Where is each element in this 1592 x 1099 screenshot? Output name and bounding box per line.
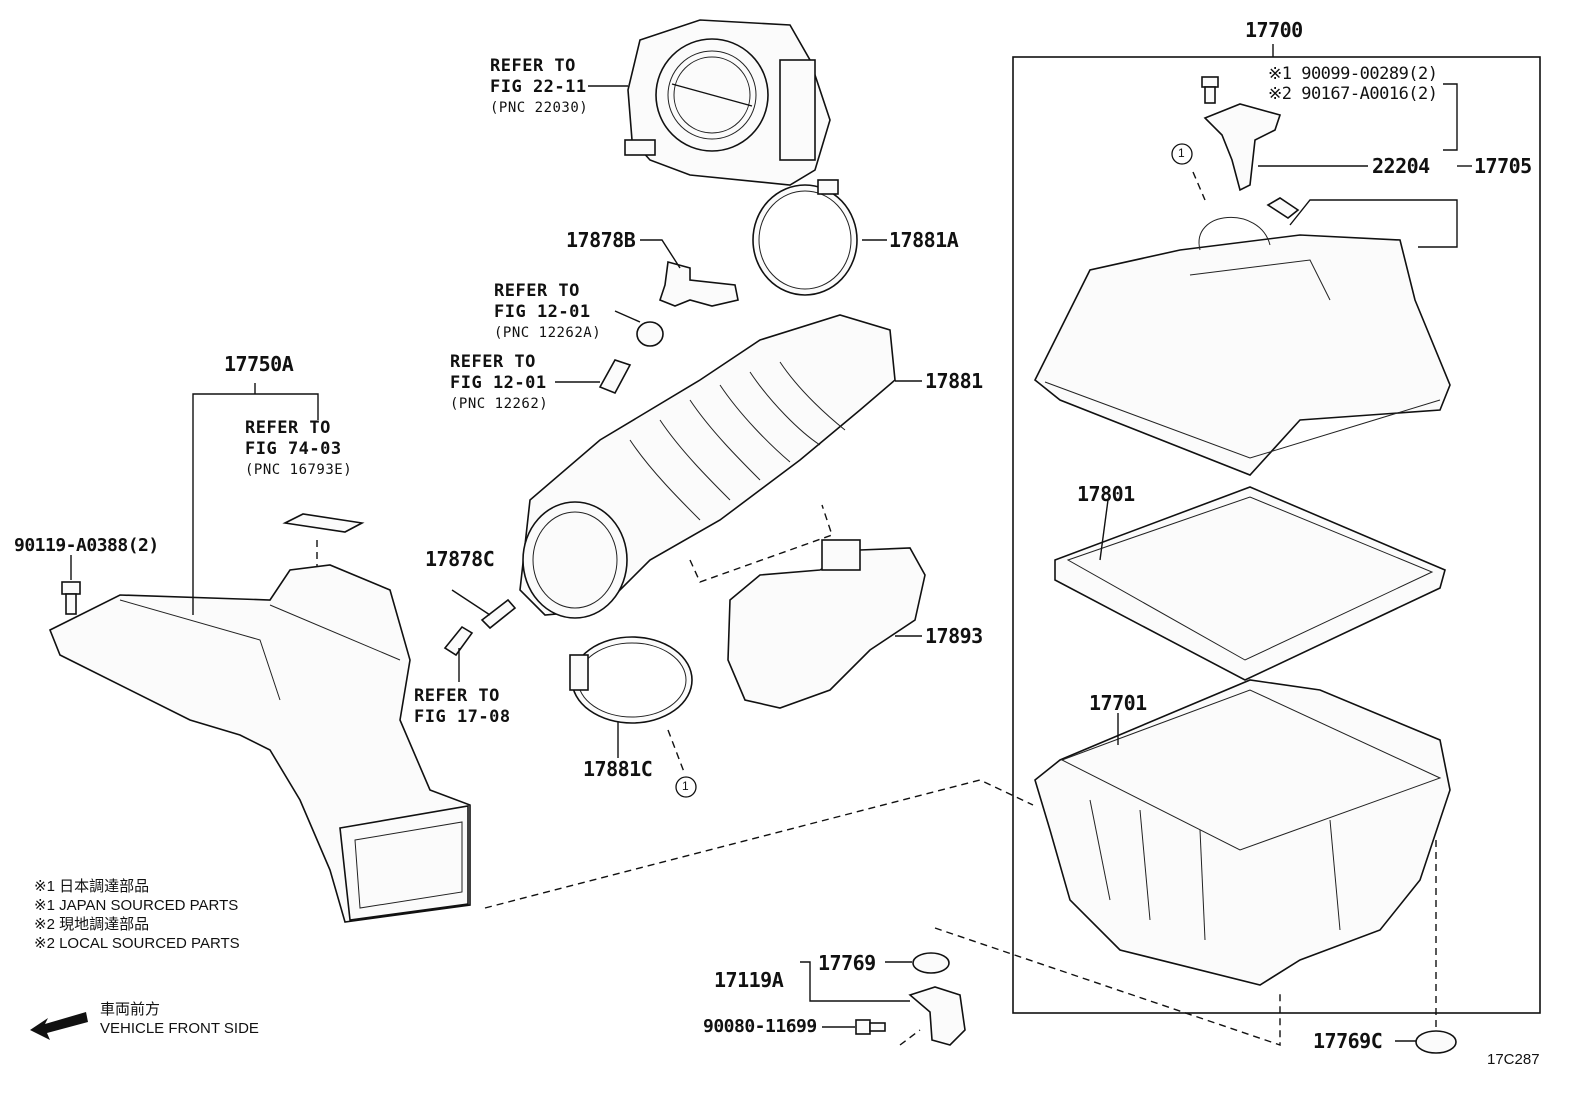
notes-legend: ※1 日本調達部品 ※1 JAPAN SOURCED PARTS ※2 現地調達… bbox=[34, 877, 240, 953]
direction-en: VEHICLE FRONT SIDE bbox=[100, 1020, 259, 1037]
throttle-body bbox=[624, 19, 831, 186]
refer-fig-12-01[interactable]: REFER TO FIG 12-01 (PNC 12262) bbox=[450, 352, 548, 415]
label-17750A[interactable]: 17750A bbox=[224, 352, 294, 376]
refer-fig-17-08[interactable]: REFER TO FIG 17-08 bbox=[414, 686, 511, 728]
bracket-17119A bbox=[908, 986, 966, 1046]
bolt-90119 bbox=[61, 581, 81, 615]
clip-22204 bbox=[1203, 103, 1282, 192]
label-17705[interactable]: 17705 bbox=[1474, 154, 1532, 178]
label-17881A[interactable]: 17881A bbox=[889, 228, 959, 252]
bolt-90080 bbox=[855, 1019, 886, 1035]
note-line: ※2 LOCAL SOURCED PARTS bbox=[34, 935, 240, 952]
direction-jp: 車両前方 bbox=[100, 1001, 161, 1018]
note-line: ※1 JAPAN SOURCED PARTS bbox=[34, 897, 239, 914]
label-17893[interactable]: 17893 bbox=[925, 624, 983, 648]
refer-fig-74-03[interactable]: REFER TO FIG 74-03 (PNC 16793E) bbox=[245, 418, 352, 481]
hose-12262 bbox=[598, 359, 632, 395]
label-22204[interactable]: 22204 bbox=[1372, 154, 1430, 178]
refer-pnc: (PNC 22030) bbox=[490, 100, 589, 116]
grommet-17769 bbox=[912, 952, 950, 974]
refer-fig: FIG 12-01 bbox=[494, 302, 591, 322]
label-17769C[interactable]: 17769C bbox=[1313, 1029, 1383, 1053]
clamp-17881C bbox=[569, 636, 693, 724]
gasket-16793E bbox=[282, 513, 365, 533]
refer-line: REFER TO bbox=[450, 352, 536, 372]
air-duct-17750A bbox=[48, 564, 471, 923]
refer-fig: FIG 74-03 bbox=[245, 439, 342, 459]
label-17801[interactable]: 17801 bbox=[1077, 482, 1135, 506]
assembly-frame-17700 bbox=[1012, 56, 1541, 1014]
label-bolt-japan[interactable]: ※1 90099-00289(2) bbox=[1268, 64, 1438, 84]
valve-17878C bbox=[443, 598, 517, 657]
refer-line: REFER TO bbox=[490, 56, 576, 76]
note-line: ※2 現地調達部品 bbox=[34, 916, 150, 933]
front-arrow bbox=[30, 1012, 88, 1040]
label-17878B[interactable]: 17878B bbox=[566, 228, 636, 252]
refer-fig: FIG 12-01 bbox=[450, 373, 547, 393]
label-90119-A0388[interactable]: 90119-A0388(2) bbox=[14, 535, 159, 556]
ref-circle-1-top: 1 bbox=[1178, 146, 1185, 160]
filter-element-17801 bbox=[1054, 486, 1446, 681]
label-17881C[interactable]: 17881C bbox=[583, 757, 653, 781]
intake-hose-17881 bbox=[519, 314, 896, 619]
refer-line: REFER TO bbox=[414, 686, 500, 706]
label-90080-11699[interactable]: 90080-11699 bbox=[703, 1016, 817, 1037]
bolt-90099 bbox=[1201, 76, 1219, 104]
label-17769[interactable]: 17769 bbox=[818, 951, 876, 975]
refer-line: REFER TO bbox=[245, 418, 331, 438]
clamp-17881A bbox=[752, 179, 858, 296]
ref-circle-1-bottom: 1 bbox=[682, 779, 689, 793]
air-cleaner-cap-17705 bbox=[1033, 216, 1451, 476]
grommet-17769C bbox=[1415, 1030, 1457, 1054]
label-17881[interactable]: 17881 bbox=[925, 369, 983, 393]
label-17119A[interactable]: 17119A bbox=[714, 968, 784, 992]
air-cleaner-case-17701 bbox=[1034, 679, 1451, 986]
vehicle-front-note: 車両前方 VEHICLE FRONT SIDE bbox=[100, 1000, 259, 1038]
refer-fig-12-01a[interactable]: REFER TO FIG 12-01 (PNC 12262A) bbox=[494, 281, 601, 344]
refer-pnc: (PNC 16793E) bbox=[245, 462, 353, 478]
refer-fig: FIG 17-08 bbox=[414, 707, 511, 727]
label-17701[interactable]: 17701 bbox=[1089, 691, 1147, 715]
note-line: ※1 日本調達部品 bbox=[34, 878, 150, 895]
label-bolt-local[interactable]: ※2 90167-A0016(2) bbox=[1268, 84, 1438, 104]
elbow-17878B bbox=[659, 260, 739, 307]
label-17878C[interactable]: 17878C bbox=[425, 547, 495, 571]
clip-small bbox=[1266, 197, 1300, 219]
figure-code: 17C287 bbox=[1487, 1051, 1540, 1068]
refer-fig-22-11[interactable]: REFER TO FIG 22-11 (PNC 22030) bbox=[490, 56, 588, 119]
resonator-17893 bbox=[727, 539, 926, 709]
label-17700[interactable]: 17700 bbox=[1245, 18, 1303, 42]
refer-line: REFER TO bbox=[494, 281, 580, 301]
refer-fig: FIG 22-11 bbox=[490, 77, 587, 97]
refer-pnc: (PNC 12262A) bbox=[494, 325, 602, 341]
cap-12262A bbox=[636, 321, 664, 347]
refer-pnc: (PNC 12262) bbox=[450, 396, 549, 412]
